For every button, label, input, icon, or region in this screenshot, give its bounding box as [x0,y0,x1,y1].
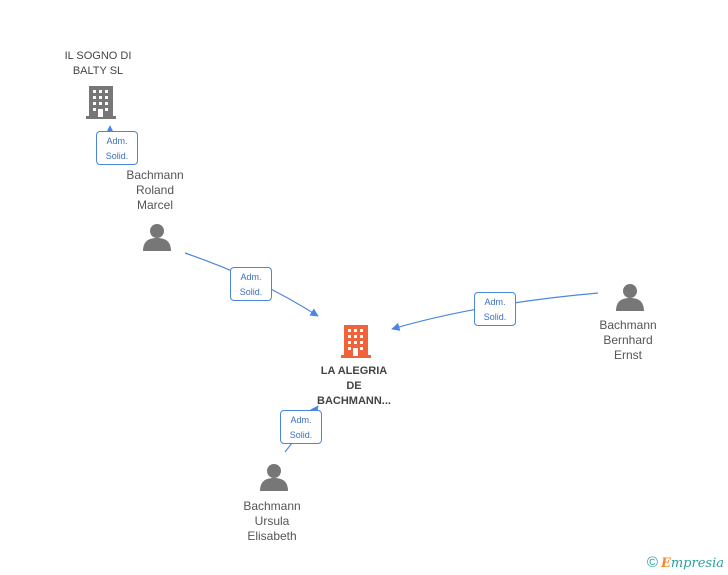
role-line: Solid. [239,287,263,297]
person-icon[interactable] [143,224,171,251]
brand-rest: mpresia [670,555,724,571]
node-label-roland[interactable]: Bachmann Roland Marcel [95,168,215,213]
role-line: Adm. [240,272,262,282]
copyright-icon: © [646,554,658,571]
label-line: Roland [135,183,175,197]
label-line: BACHMANN... [317,395,391,407]
node-label-alegria[interactable]: LA ALEGRIA DE BACHMANN... [294,364,414,409]
node-label-ursula[interactable]: Bachmann Ursula Elisabeth [212,499,332,544]
node-label-bernhard[interactable]: Bachmann Bernhard Ernst [568,318,688,363]
edge-badge-bernhard-alegria[interactable]: Adm. Solid. [474,292,516,326]
role-line: Solid. [105,151,129,161]
label-line: Bachmann [126,168,184,182]
label-line: LA ALEGRIA [320,365,388,377]
role-line: Solid. [483,312,507,322]
building-icon[interactable] [86,86,116,119]
edge-badge-roland-sogno[interactable]: Adm. Solid. [96,131,138,165]
brand-first-letter: E [660,555,671,571]
label-line: Ursula [254,514,290,528]
building-icon[interactable] [341,325,371,358]
label-line: IL SOGNO DI [64,50,132,62]
label-line: Ernst [613,348,642,362]
label-line: DE [346,380,362,392]
person-icon[interactable] [260,464,288,491]
label-line: Elisabeth [247,529,297,543]
brand-logo: Empresia [661,555,724,571]
brand-footer[interactable]: © Empresia [647,554,724,571]
edge-badge-ursula-alegria[interactable]: Adm. Solid. [280,410,322,444]
node-label-sogno[interactable]: IL SOGNO DI BALTY SL [38,49,158,79]
label-line: Bernhard [603,333,653,347]
label-line: Bachmann [243,499,301,513]
role-line: Adm. [106,136,128,146]
person-icon[interactable] [616,284,644,311]
label-line: Marcel [136,198,173,212]
label-line: BALTY SL [72,65,124,77]
edge-badge-roland-alegria[interactable]: Adm. Solid. [230,267,272,301]
role-line: Adm. [484,297,506,307]
role-line: Adm. [290,415,312,425]
label-line: Bachmann [599,318,657,332]
role-line: Solid. [289,430,313,440]
